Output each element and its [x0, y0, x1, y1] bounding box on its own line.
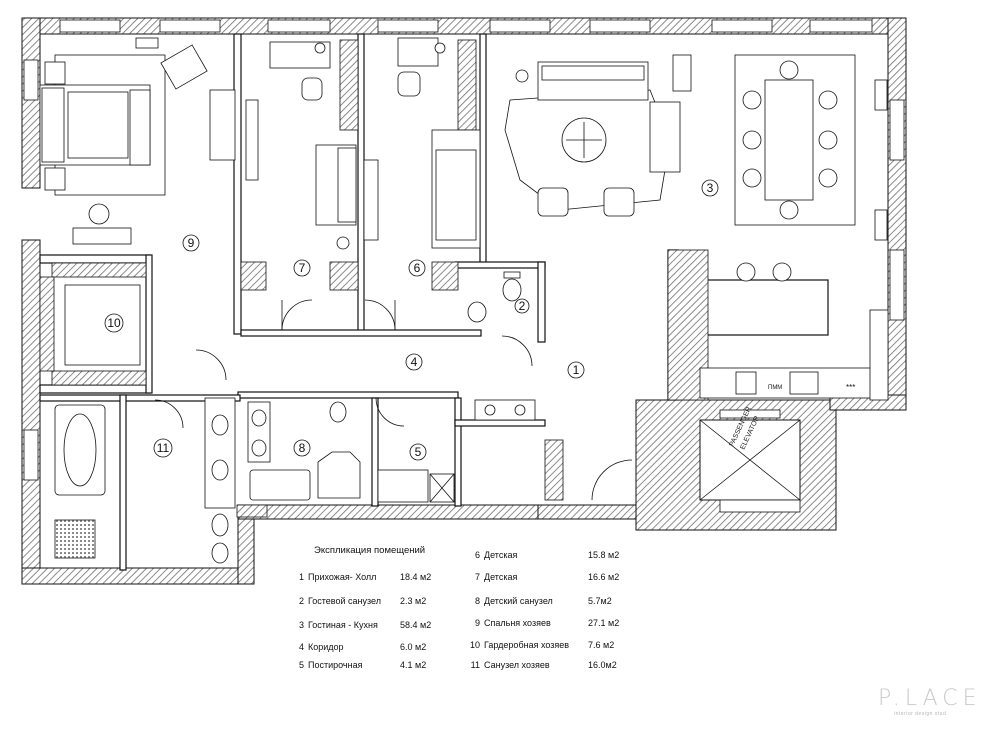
- hall-furniture: [474, 399, 633, 501]
- brand-name: P.LACE: [878, 686, 982, 711]
- kids-room-7-furniture: [245, 39, 359, 250]
- legend-row: 8 Детский санузел 5.7м2: [468, 596, 668, 608]
- living-kitchen-furniture: [504, 54, 889, 401]
- legend-row-number: 2: [298, 596, 304, 606]
- legend-row-area: 5.7м2: [588, 596, 612, 606]
- master-bath-fixtures: [54, 397, 236, 564]
- room-1-label: 1: [573, 363, 580, 377]
- legend-row: 4 Коридор 6.0 м2: [292, 642, 472, 654]
- room-9-label: 9: [188, 236, 195, 250]
- legend-row: 3 Гостиная - Кухня 58.4 м2: [292, 620, 472, 632]
- laundry-fixtures: [377, 469, 455, 503]
- legend-row: 1 Прихожая- Холл 18.4 м2: [292, 572, 472, 584]
- legend-row: 11 Санузел хозяев 16.0м2: [468, 660, 668, 672]
- legend-row-name: Санузел хозяев: [484, 660, 550, 670]
- legend-row-name: Спальня хозяев: [484, 618, 551, 628]
- legend-row-number: 6: [474, 550, 480, 560]
- brand-tagline: interior design stud.: [894, 711, 949, 717]
- room-legend: Экспликация помещений 1 Прихожая- Холл 1…: [288, 545, 708, 675]
- kids-bath-fixtures: [247, 401, 361, 501]
- legend-row-name: Детский санузел: [484, 596, 553, 606]
- legend-row-area: 27.1 м2: [588, 618, 620, 628]
- kids-room-6-furniture: [363, 37, 481, 249]
- room-number-markers: [104, 179, 719, 461]
- legend-row-number: 3: [298, 620, 304, 630]
- legend-row-number: 5: [298, 660, 304, 670]
- legend-row-number: 1: [298, 572, 304, 582]
- stove-label: ***: [846, 383, 855, 392]
- legend-row: 9 Спальня хозяев 27.1 м2: [468, 618, 668, 630]
- guest-wc-fixtures: [467, 271, 522, 323]
- legend-row: 6 Детская 15.8 м2: [468, 550, 668, 562]
- legend-row: 2 Гостевой санузел 2.3 м2: [292, 596, 472, 608]
- door-swings: [195, 299, 533, 427]
- room-number-labels: 1 2 3 4 5 6 7 8 9 10 11: [107, 181, 713, 459]
- legend-row-number: 10: [469, 640, 480, 650]
- legend-row-area: 15.8 м2: [588, 550, 620, 560]
- room-11-label: 11: [157, 441, 170, 455]
- legend-row-name: Детская: [484, 550, 518, 560]
- legend-row-name: Детская: [484, 572, 518, 582]
- room-6-label: 6: [414, 261, 421, 275]
- wardrobe-racks: [39, 262, 147, 386]
- room-7-label: 7: [299, 261, 306, 275]
- legend-row-number: 11: [470, 660, 480, 670]
- legend-row-area: 6.0 м2: [400, 642, 427, 652]
- legend-row-area: 7.6 м2: [588, 640, 615, 650]
- room-10-label: 10: [107, 316, 121, 330]
- room-4-label: 4: [411, 355, 418, 369]
- legend-title: Экспликация помещений: [314, 545, 426, 556]
- legend-row-number: 9: [474, 618, 480, 628]
- legend-row-area: 16.0м2: [588, 660, 617, 670]
- legend-row-number: 7: [474, 572, 480, 582]
- legend-row: 10 Гардеробная хозяев 7.6 м2: [468, 640, 668, 652]
- room-3-label: 3: [707, 181, 714, 195]
- legend-row-area: 2.3 м2: [400, 596, 427, 606]
- legend-row-area: 58.4 м2: [400, 620, 432, 630]
- master-bedroom-furniture: [39, 37, 236, 245]
- legend-row: 7 Детская 16.6 м2: [468, 572, 668, 584]
- legend-row-number: 4: [298, 642, 304, 652]
- room-2-label: 2: [519, 299, 526, 313]
- legend-row-name: Постирочная: [308, 660, 363, 670]
- legend-row-name: Коридор: [308, 642, 344, 652]
- legend-row-area: 18.4 м2: [400, 572, 432, 582]
- legend-row: 5 Постирочная 4.1 м2: [292, 660, 472, 672]
- legend-row-name: Гостевой санузел: [308, 596, 381, 606]
- brand-logo: P.LACE interior design stud.: [878, 686, 978, 726]
- legend-row-area: 4.1 м2: [400, 660, 427, 670]
- legend-row-name: Прихожая- Холл: [308, 572, 377, 582]
- legend-row-name: Гардеробная хозяев: [484, 640, 570, 650]
- room-5-label: 5: [415, 445, 422, 459]
- room-8-label: 8: [299, 441, 306, 455]
- legend-row-number: 8: [474, 596, 480, 606]
- legend-row-area: 16.6 м2: [588, 572, 620, 582]
- windows: [23, 19, 905, 481]
- legend-row-name: Гостиная - Кухня: [308, 620, 378, 630]
- oven-label: ПММ: [768, 385, 782, 391]
